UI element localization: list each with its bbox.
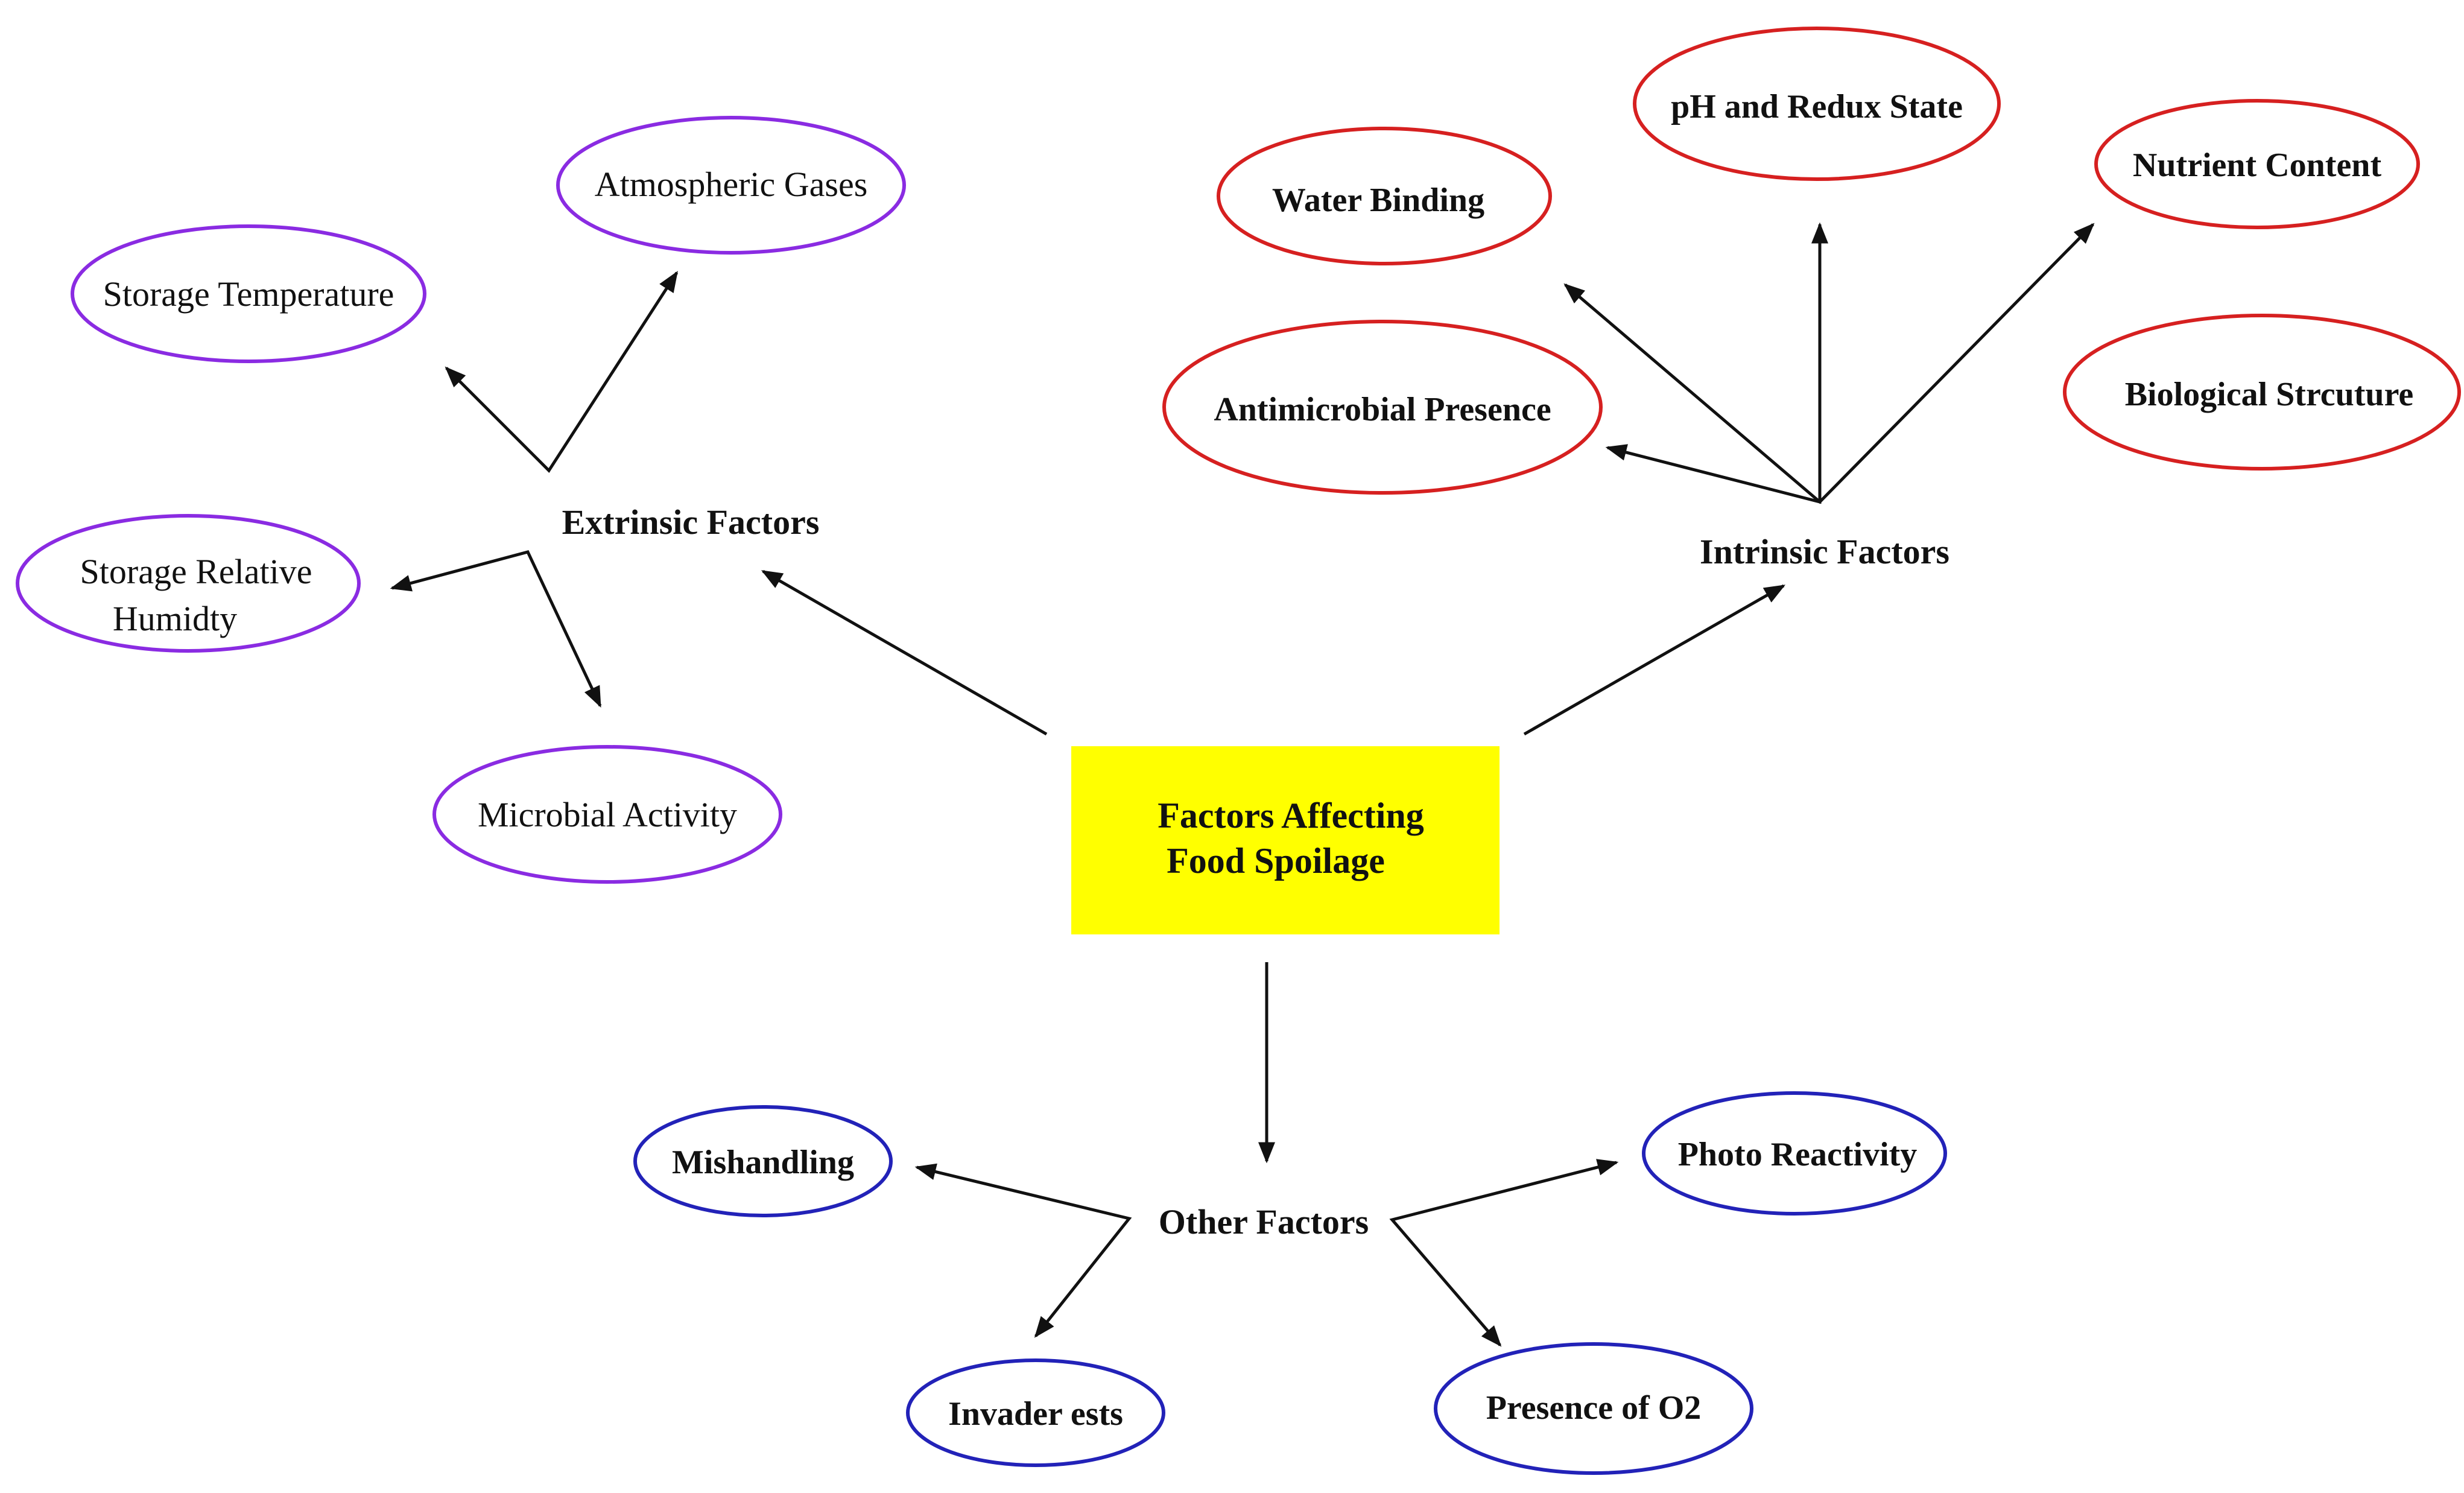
edge-other-to-mishandling-and-pests (914, 1163, 1132, 1338)
edge-center-to-intrinsic (1523, 584, 1786, 736)
intrinsic-factors-label: Intrinsic Factors (1700, 532, 1949, 571)
node-storage-temperature-label: Storage Temperature (103, 274, 394, 314)
node-nutrient-content: Nutrient Content (2094, 99, 2420, 229)
edge-intrinsic-to-antimicrobial-and-ph (1605, 222, 1828, 504)
node-presence-of-o2-label: Presence of O2 (1486, 1389, 1702, 1427)
node-atmospheric-gases-label: Atmospheric Gases (595, 165, 868, 204)
node-storage-relative-humidity: Storage Relative Humidty (16, 514, 361, 653)
extrinsic-factors-label: Extrinsic Factors (562, 502, 820, 542)
node-biological-structure: Biological Strcuture (2063, 314, 2461, 471)
node-nutrient-content-label: Nutrient Content (2133, 147, 2382, 184)
node-mishandling-label: Mishandling (672, 1144, 854, 1181)
node-microbial-activity: Microbial Activity (432, 745, 782, 884)
node-antimicrobial-presence-label: Antimicrobial Presence (1214, 391, 1551, 428)
edge-extrinsic-to-humidity-and-microbial (390, 550, 602, 708)
node-storage-relative-humidity-label-line1: Storage Relative (80, 552, 312, 591)
edge-other-to-photo-and-o2 (1389, 1159, 1619, 1347)
node-photo-reactivity: Photo Reactivity (1642, 1091, 1947, 1216)
node-atmospheric-gases: Atmospheric Gases (556, 116, 906, 255)
edge-extrinsic-to-gases-and-temperature (445, 271, 679, 473)
node-storage-relative-humidity-label-line2: Humidty (113, 599, 237, 638)
center-title-line2: Food Spoilage (1167, 841, 1385, 881)
node-invader-pests: Invader ests (906, 1358, 1165, 1467)
center-box (1071, 746, 1500, 934)
edge-intrinsic-to-water-and-nutrient (1563, 223, 2095, 504)
node-photo-reactivity-label: Photo Reactivity (1678, 1136, 1918, 1173)
node-microbial-activity-label: Microbial Activity (478, 795, 737, 834)
node-biological-structure-label: Biological Strcuture (2125, 376, 2414, 413)
node-antimicrobial-presence: Antimicrobial Presence (1162, 320, 1603, 495)
node-ph-redux-state-label: pH and Redux State (1671, 88, 1963, 125)
node-water-binding-label: Water Binding (1272, 182, 1484, 219)
node-ph-redux-state: pH and Redux State (1633, 27, 2001, 181)
node-invader-pests-label: Invader ests (948, 1395, 1123, 1433)
node-water-binding: Water Binding (1217, 127, 1552, 265)
node-presence-of-o2: Presence of O2 (1434, 1342, 1753, 1475)
center-title-line1: Factors Affecting (1158, 796, 1424, 835)
node-mishandling: Mishandling (633, 1105, 893, 1217)
node-storage-temperature: Storage Temperature (71, 224, 426, 363)
other-factors-label: Other Factors (1159, 1202, 1369, 1241)
edge-center-to-extrinsic (761, 569, 1048, 736)
